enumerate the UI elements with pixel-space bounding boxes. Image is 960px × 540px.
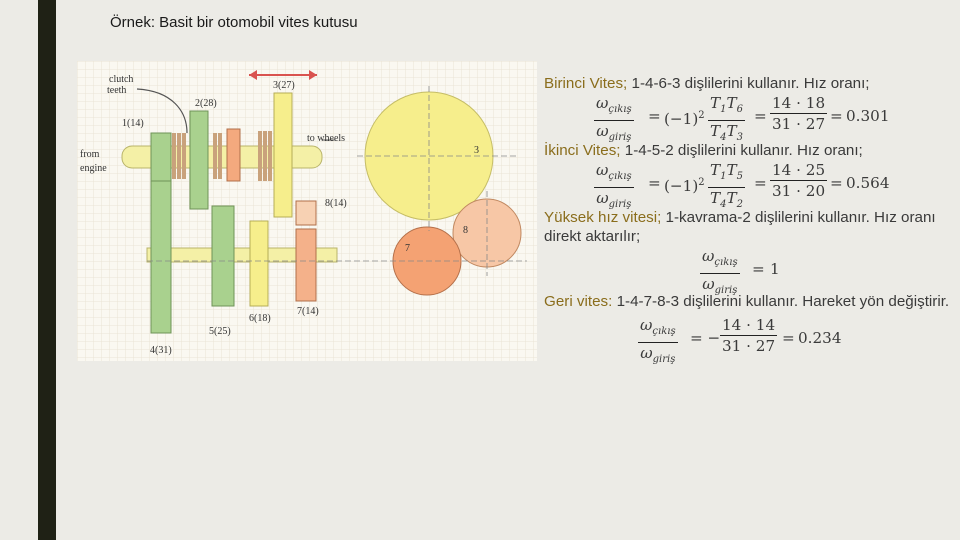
label-engine: engine: [80, 163, 107, 174]
first-gear-heading: Birinci Vites;: [544, 75, 628, 92]
label-circle8: 8: [463, 225, 468, 236]
gear-5: [211, 205, 235, 307]
high-gear-text: 1-kavrama-2 dişlilerini kullanır. Hız or…: [544, 209, 936, 245]
gear-4: [150, 180, 172, 334]
gearbox-figure: clutch teeth 2(28) 3(27) 1(14) to wheels…: [77, 61, 537, 361]
label-gear5: 5(25): [209, 326, 231, 337]
second-gear-equation: ωçıkış ωgiriş = (−1)2 T1T5 T4T2 = 14 · 2…: [594, 161, 890, 211]
center-lines: [147, 86, 527, 276]
gear-2: [189, 110, 209, 210]
reverse-gear-text: 1-4-7-8-3 dişlilerini kullanır. Hareket …: [612, 293, 950, 310]
gear-8: [295, 200, 317, 226]
first-gear-text: 1-4-6-3 dişlilerini kullanır. Hız oranı;: [627, 75, 870, 92]
gearbox-diagram: clutch teeth 2(28) 3(27) 1(14) to wheels…: [77, 61, 537, 361]
gear-1: [150, 132, 172, 182]
label-gear6: 6(18): [249, 313, 271, 324]
slide-title: Örnek: Basit bir otomobil vites kutusu: [110, 14, 358, 31]
label-to-wheels: to wheels: [307, 133, 345, 144]
label-gear8: 8(14): [325, 198, 347, 209]
high-gear-paragraph: Yüksek hız vitesi; 1-kavrama-2 dişlileri…: [544, 208, 954, 246]
reverse-gear-heading: Geri vites:: [544, 293, 613, 310]
first-gear-equation: ωçıkış ωgiriş = (−1)2 T1T6 T4T3 = 14 · 1…: [594, 94, 890, 144]
high-gear-heading: Yüksek hız vitesi;: [544, 209, 662, 226]
label-gear3: 3(27): [273, 80, 295, 91]
clutch-pointer: [136, 88, 188, 134]
gear-6: [249, 220, 269, 307]
label-gear7: 7(14): [297, 306, 319, 317]
left-accent-bar: [38, 0, 56, 540]
label-from: from: [80, 149, 100, 160]
gear-2-hub: [226, 128, 241, 182]
first-gear-paragraph: Birinci Vites; 1-4-6-3 dişlilerini kulla…: [544, 74, 954, 93]
reverse-gear-paragraph: Geri vites: 1-4-7-8-3 dişlilerini kullan…: [544, 292, 954, 311]
second-gear-heading: İkinci Vites;: [544, 142, 621, 159]
explanation-panel: Birinci Vites; 1-4-6-3 dişlilerini kulla…: [544, 74, 954, 366]
label-clutch: clutch: [109, 74, 133, 85]
label-gear4: 4(31): [150, 345, 172, 356]
shift-arrow-icon: [249, 70, 317, 80]
clutch-teeth: [172, 131, 272, 181]
reverse-gear-equation: ωçıkış ωgiriş = − 14 · 14 31 · 27 = 0.23…: [638, 316, 842, 366]
gear-3: [273, 92, 293, 218]
second-gear-paragraph: İkinci Vites; 1-4-5-2 dişlilerini kullan…: [544, 141, 954, 160]
label-gear1: 1(14): [122, 118, 144, 129]
label-circle3: 3: [474, 145, 479, 156]
second-gear-text: 1-4-5-2 dişlilerini kullanır. Hız oranı;: [620, 142, 863, 159]
label-gear2: 2(28): [195, 98, 217, 109]
countershaft: [146, 247, 338, 263]
high-gear-equation: ωçıkış ωgiriş = 1: [700, 247, 780, 297]
gear-7: [295, 228, 317, 302]
label-teeth: teeth: [107, 85, 126, 96]
label-circle7: 7: [405, 243, 410, 254]
